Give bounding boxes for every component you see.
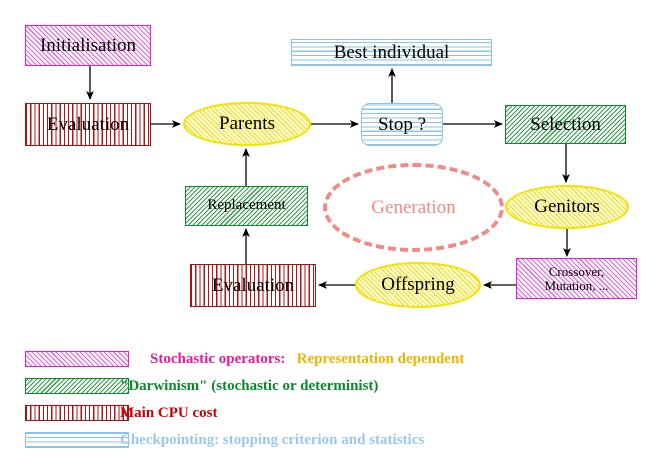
node-offspring[interactable]: Offspring [355,262,481,308]
node-parents-label: Parents [219,113,275,135]
node-replacement-label: Replacement [207,197,286,214]
node-selection-label: Selection [530,113,601,135]
legend-swatch-blue-horizontal [25,432,129,448]
legend-label-darwinism: "Darwinism" (stochastic or determinist) [120,377,379,394]
node-generation-label: Generation [371,196,456,218]
node-crossover-label: Crossover, Mutation, ... [544,263,609,293]
node-generation: Generation [323,163,504,252]
node-crossover[interactable]: Crossover, Mutation, ... [516,258,637,299]
node-stop[interactable]: Stop ? [361,103,443,146]
legend-row-darwinism: "Darwinism" (stochastic or determinist) [0,373,662,399]
node-evaluation-bottom-label: Evaluation [211,274,295,296]
node-selection[interactable]: Selection [505,105,626,144]
legend-row-cpu-cost: Main CPU cost [0,400,662,426]
node-evaluation-top[interactable]: Evaluation [25,103,151,146]
legend-swatch-green-hatch [25,378,129,394]
legend-label-stochastic: Stochastic operators: Representation dep… [120,334,464,385]
node-initialisation-label: Initialisation [39,34,137,56]
node-stop-label: Stop ? [377,113,427,135]
legend-row-checkpointing: Checkpointing: stopping criterion and st… [0,427,662,453]
node-initialisation[interactable]: Initialisation [25,25,151,66]
legend-swatch-red-vertical [25,405,129,421]
node-replacement[interactable]: Replacement [185,186,308,226]
node-best-individual[interactable]: Best individual [291,39,492,66]
node-evaluation-top-label: Evaluation [46,113,130,135]
legend-label-cpu-cost: Main CPU cost [120,404,218,421]
legend-label-stochastic-secondary: Representation dependent [296,350,465,367]
legend-swatch-magenta-hatch [25,351,129,367]
node-offspring-label: Offspring [381,274,455,296]
legend-label-checkpointing: Checkpointing: stopping criterion and st… [120,431,425,448]
legend-label-stochastic-primary: Stochastic operators: [150,350,286,367]
node-genitors[interactable]: Genitors [505,185,629,229]
node-genitors-label: Genitors [534,196,600,218]
node-evaluation-bottom[interactable]: Evaluation [190,264,316,307]
legend-row-stochastic: Stochastic operators: Representation dep… [0,346,662,372]
node-parents[interactable]: Parents [183,102,311,146]
node-best-individual-label: Best individual [333,41,450,63]
